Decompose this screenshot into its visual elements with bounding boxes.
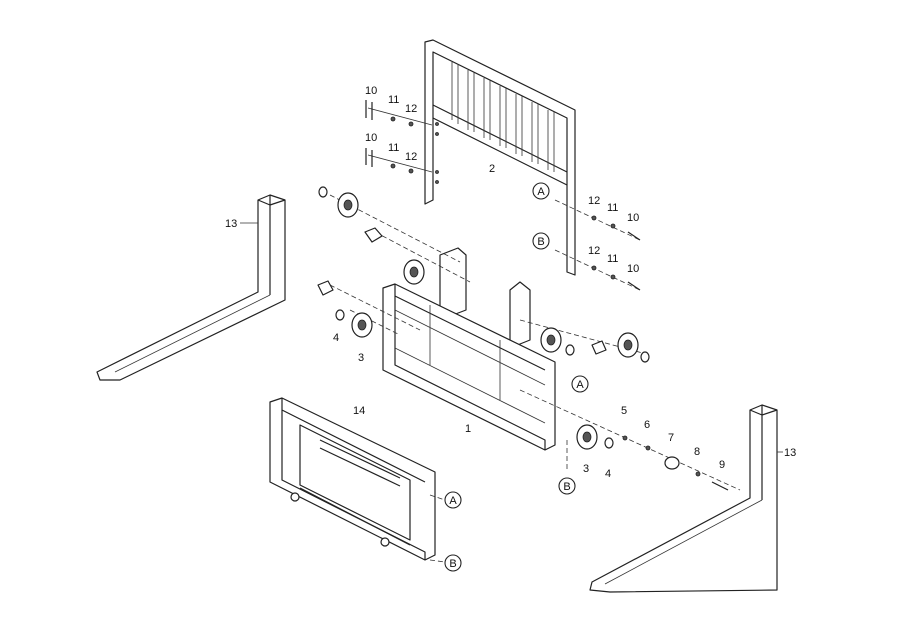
label-8: 8 bbox=[694, 446, 700, 458]
label-12: 12 bbox=[588, 195, 600, 207]
label-12: 12 bbox=[588, 245, 600, 257]
label-4: 4 bbox=[333, 332, 339, 344]
fork-left bbox=[96, 194, 286, 381]
label-11: 11 bbox=[607, 253, 618, 265]
label-9: 9 bbox=[719, 459, 725, 471]
fork-right bbox=[589, 404, 778, 593]
label-10: 10 bbox=[627, 263, 639, 275]
label-6: 6 bbox=[644, 419, 650, 431]
label-7: 7 bbox=[668, 432, 674, 444]
label-10: 10 bbox=[365, 85, 377, 97]
ref-b: B bbox=[537, 236, 544, 248]
ref-b: B bbox=[449, 558, 456, 570]
label-13: 13 bbox=[784, 447, 796, 459]
label-5: 5 bbox=[621, 405, 627, 417]
label-3: 3 bbox=[358, 352, 364, 364]
label-11: 11 bbox=[388, 142, 399, 154]
label-12: 12 bbox=[405, 151, 417, 163]
label-4: 4 bbox=[605, 468, 611, 480]
ref-a: A bbox=[449, 495, 457, 507]
rollers bbox=[317, 186, 729, 491]
sideshifter bbox=[269, 397, 446, 563]
label-10: 10 bbox=[365, 132, 377, 144]
ref-a: A bbox=[537, 186, 545, 198]
label-14: 14 bbox=[353, 405, 365, 417]
label-13: 13 bbox=[225, 218, 237, 230]
ref-a: A bbox=[576, 379, 584, 391]
fork-carriage bbox=[329, 194, 741, 491]
part-labels: 10 11 12 10 11 12 2 12 11 10 12 11 10 13… bbox=[225, 85, 796, 480]
label-3: 3 bbox=[583, 463, 589, 475]
label-11: 11 bbox=[607, 202, 618, 214]
label-1: 1 bbox=[465, 423, 471, 435]
backrest-bolts-left bbox=[365, 100, 433, 174]
label-10: 10 bbox=[627, 212, 639, 224]
reference-markers: A B A B A B bbox=[444, 182, 589, 572]
label-2: 2 bbox=[489, 163, 495, 175]
label-11: 11 bbox=[388, 94, 399, 106]
ref-b: B bbox=[563, 481, 570, 493]
label-12: 12 bbox=[405, 103, 417, 115]
load-backrest bbox=[424, 39, 576, 276]
backrest-bolts-right bbox=[554, 199, 641, 291]
